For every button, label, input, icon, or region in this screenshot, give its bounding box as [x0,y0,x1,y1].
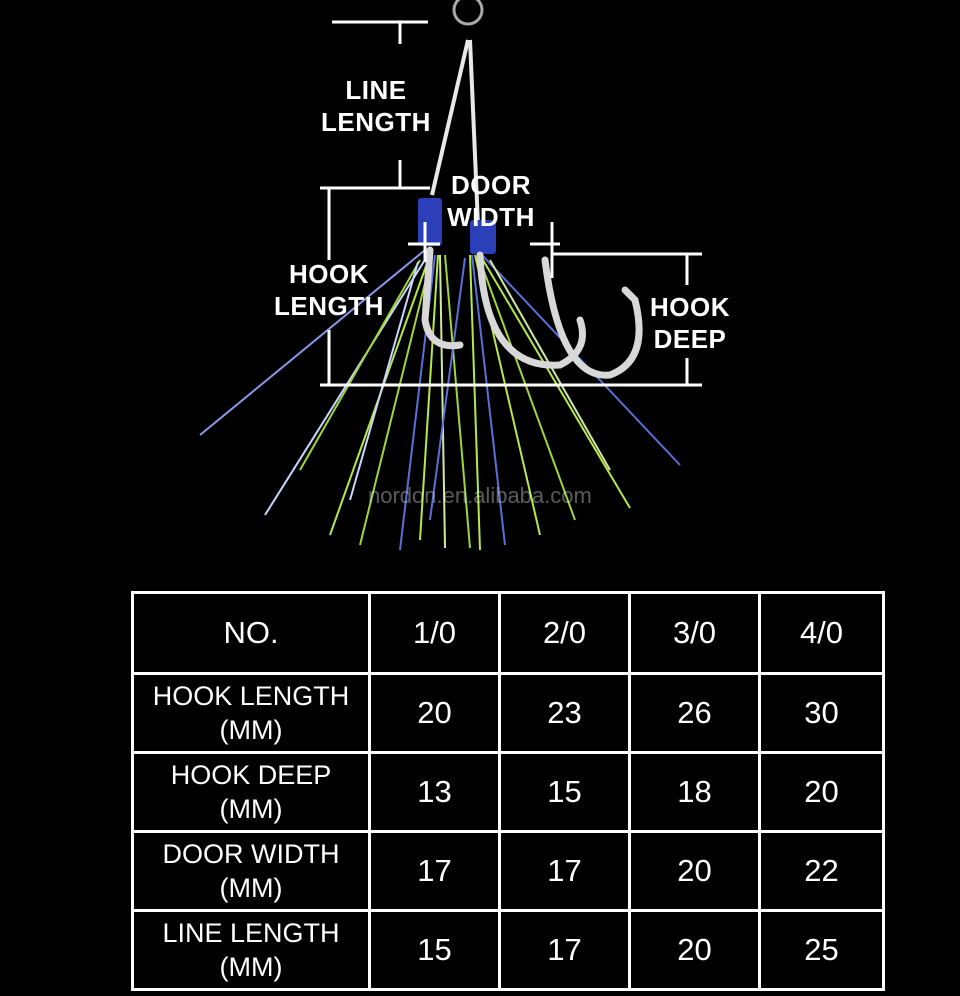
table-header-row: NO. 1/0 2/0 3/0 4/0 [131,591,885,675]
table-cell: 20 [628,909,761,991]
table-cell: 30 [758,672,885,754]
row-label: LINE LENGTH (MM) [131,909,371,991]
hook-length-label: HOOK LENGTH [270,258,388,322]
table-cell: 15 [368,909,501,991]
table-cell: 18 [628,751,761,833]
hook-deep-label-line2: DEEP [653,324,727,354]
line-length-label-line1: LINE [345,75,407,105]
header-cell-size: 3/0 [628,591,761,675]
table-cell: 20 [758,751,885,833]
door-width-label-line2: WIDTH [447,202,535,232]
row-label-unit: (MM) [219,952,283,982]
table-cell: 13 [368,751,501,833]
table-cell: 17 [368,830,501,912]
line-length-label: LINE LENGTH [318,74,434,138]
row-label-unit: (MM) [219,794,283,824]
door-width-label-line1: DOOR [451,170,531,200]
table-cell: 23 [498,672,631,754]
assist-line [430,0,484,226]
hook-deep-label: HOOK DEEP [642,291,738,355]
header-cell-size: 2/0 [498,591,631,675]
row-label-name: LINE LENGTH [162,918,340,948]
table-cell: 17 [498,830,631,912]
hook-length-label-line1: HOOK [289,259,369,289]
hook-length-label-line2: LENGTH [274,291,384,321]
watermark: nordon.en.alibaba.com [368,483,592,508]
table-cell: 25 [758,909,885,991]
hook-illustration [199,0,702,551]
table-cell: 20 [628,830,761,912]
header-cell-size: 4/0 [758,591,885,675]
row-label-name: DOOR WIDTH [162,839,340,869]
table-row: HOOK DEEP (MM) 13 15 18 20 [131,751,885,833]
table-row: HOOK LENGTH (MM) 20 23 26 30 [131,672,885,754]
row-label: HOOK DEEP (MM) [131,751,371,833]
binding-wrap-left [418,198,442,246]
row-label-unit: (MM) [219,873,283,903]
table-cell: 15 [498,751,631,833]
row-label-name: HOOK LENGTH [152,681,350,711]
row-label: HOOK LENGTH (MM) [131,672,371,754]
table-cell: 17 [498,909,631,991]
table-cell: 20 [368,672,501,754]
header-cell-size: 1/0 [368,591,501,675]
dimension-guides [320,20,702,387]
table-cell: 26 [628,672,761,754]
line-length-label-line2: LENGTH [321,107,431,137]
binding-wrap-right [470,220,496,254]
door-width-label: DOOR WIDTH [440,169,542,233]
row-label: DOOR WIDTH (MM) [131,830,371,912]
hook-deep-label-line1: HOOK [650,292,730,322]
table-row: LINE LENGTH (MM) 15 17 20 25 [131,909,885,991]
row-label-name: HOOK DEEP [170,760,332,790]
hooks [421,246,643,379]
table-cell: 22 [758,830,885,912]
row-label-unit: (MM) [219,715,283,745]
header-cell-no: NO. [131,591,371,675]
table-row: DOOR WIDTH (MM) 17 17 20 22 [131,830,885,912]
spec-table: NO. 1/0 2/0 3/0 4/0 HOOK LENGTH (MM) 20 … [131,591,885,991]
product-figure: LINE LENGTH DOOR WIDTH HOOK LENGTH HOOK … [199,0,738,551]
